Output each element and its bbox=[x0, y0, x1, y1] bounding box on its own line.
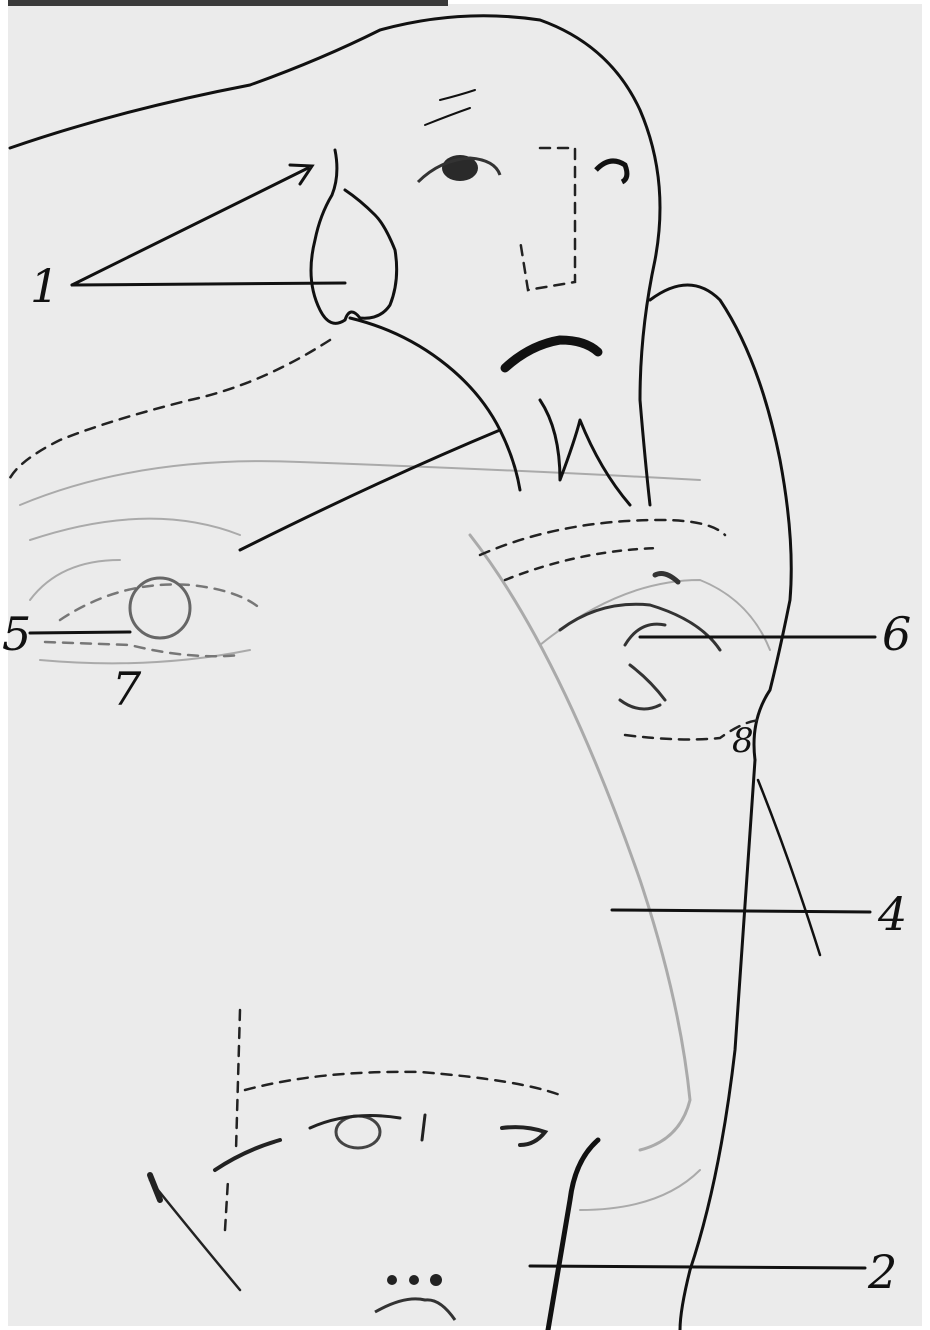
label-1: 1 bbox=[30, 259, 59, 313]
leader-line-2 bbox=[530, 1266, 865, 1268]
top-edge-shadow bbox=[0, 0, 448, 6]
leader-line-1-horizontal bbox=[72, 283, 345, 285]
label-5: 5 bbox=[2, 607, 31, 661]
label-2: 2 bbox=[867, 1245, 897, 1299]
left-margin bbox=[0, 0, 8, 1330]
paper-sheet bbox=[8, 4, 922, 1326]
label-4: 4 bbox=[877, 887, 907, 941]
label-8: 8 bbox=[732, 721, 754, 761]
label-6: 6 bbox=[882, 607, 911, 661]
leader-line-4 bbox=[612, 910, 870, 912]
leader-line-5 bbox=[30, 632, 130, 633]
label-7: 7 bbox=[112, 662, 142, 716]
